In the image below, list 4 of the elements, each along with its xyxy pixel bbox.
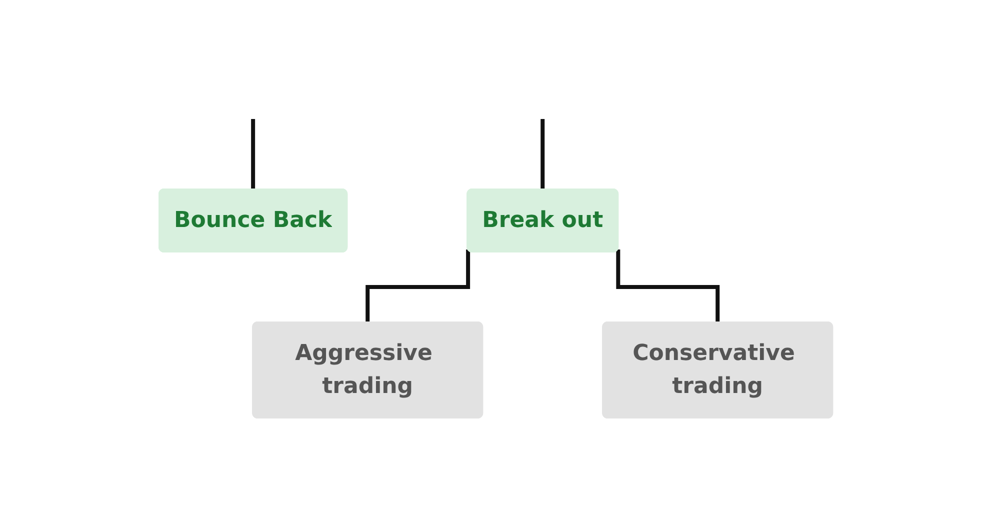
connector (616, 249, 720, 324)
connector (251, 118, 256, 191)
connector (366, 249, 470, 324)
connector (540, 118, 546, 191)
